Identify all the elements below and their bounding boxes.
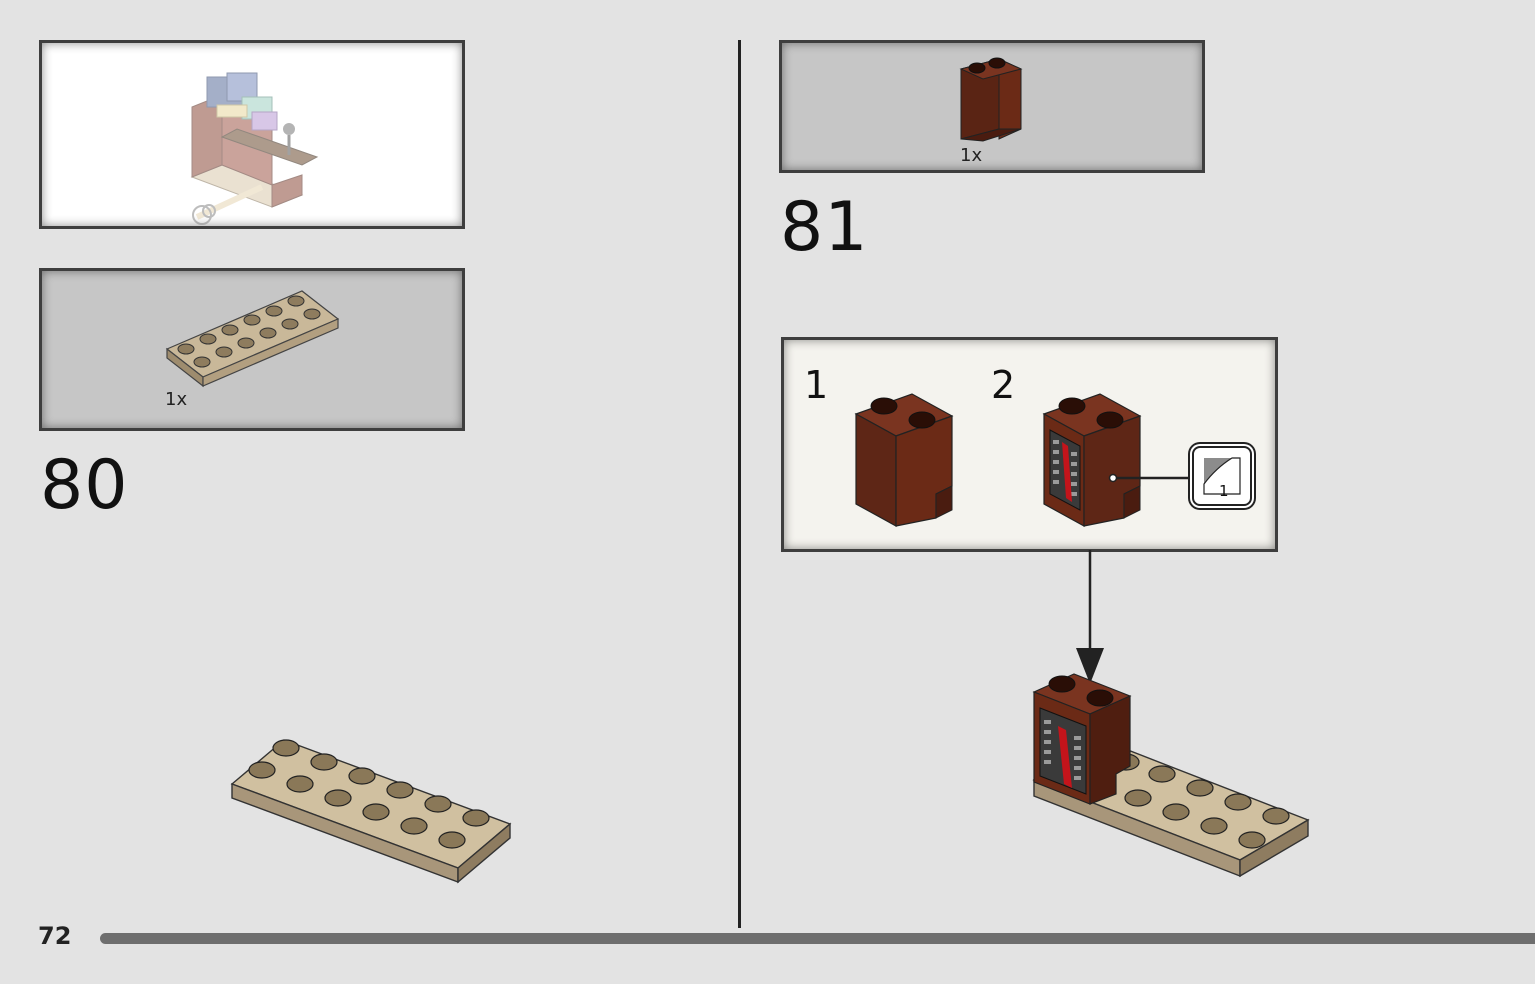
sticker-number: 1 — [1219, 482, 1229, 500]
progress-bar — [100, 933, 1535, 944]
assembled-panel-on-plate-illustration — [1032, 673, 1310, 878]
parts-callout-step-80: 1x — [39, 268, 465, 431]
page-divider — [738, 40, 741, 928]
brown-panel-illustration — [854, 393, 954, 528]
sticker-leader-line — [1108, 473, 1193, 483]
sticker-page-curl-icon — [1203, 457, 1241, 495]
substep-number-1: 1 — [804, 363, 829, 407]
step-number-81: 81 — [780, 188, 869, 267]
substep-number-2: 2 — [991, 363, 1016, 407]
attach-arrow — [1076, 550, 1104, 684]
step-number-80: 80 — [40, 446, 129, 525]
tan-plate-build-illustration — [230, 739, 512, 884]
part-quantity: 1x — [960, 145, 983, 166]
model-preview-panel — [39, 40, 465, 229]
sticker-icon: 1 — [1192, 446, 1252, 506]
faded-model-illustration — [190, 72, 319, 225]
brown-panel-with-sticker-illustration — [1042, 393, 1142, 528]
sub-assembly-panel: 1 2 — [781, 337, 1278, 552]
tan-plate-2x6-part-icon — [165, 290, 340, 388]
page-number: 72 — [38, 922, 72, 950]
brown-panel-part-icon — [959, 57, 1023, 142]
part-quantity: 1x — [165, 389, 188, 410]
parts-callout-step-81: 1x — [779, 40, 1205, 173]
